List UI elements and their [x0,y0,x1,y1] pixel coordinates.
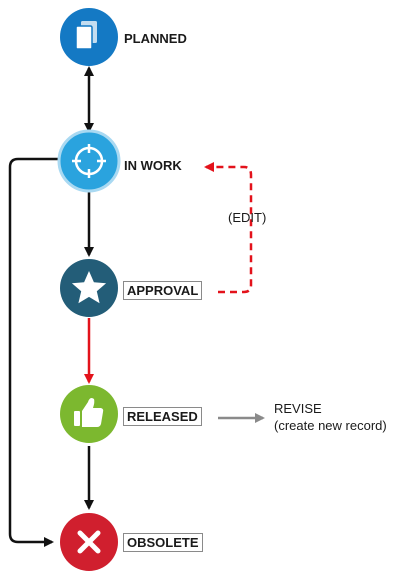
state-label-obsolete: OBSOLETE [123,533,203,552]
thumbs-up-icon [74,398,104,427]
revise-annotation-title: REVISE [274,401,322,416]
state-obsolete-node [60,513,118,571]
state-planned-node [60,8,118,66]
state-released-node [60,385,118,443]
edit-annotation: (EDIT) [228,210,267,225]
state-approval-node [60,259,118,317]
document-icon [75,21,97,50]
state-in-work-node [57,129,121,193]
arrow-approval-inwork-edit [204,162,253,294]
state-label-in-work: IN WORK [124,158,182,173]
state-label-approval: APPROVAL [123,281,203,300]
x-icon [77,530,101,554]
star-icon [71,271,107,304]
crosshair-icon [72,144,106,178]
state-label-planned: PLANNED [124,31,187,46]
state-label-released: RELEASED [123,407,202,426]
revise-annotation-subtitle: (create new record) [274,418,387,433]
arrow-inwork-obsolete [8,157,60,547]
